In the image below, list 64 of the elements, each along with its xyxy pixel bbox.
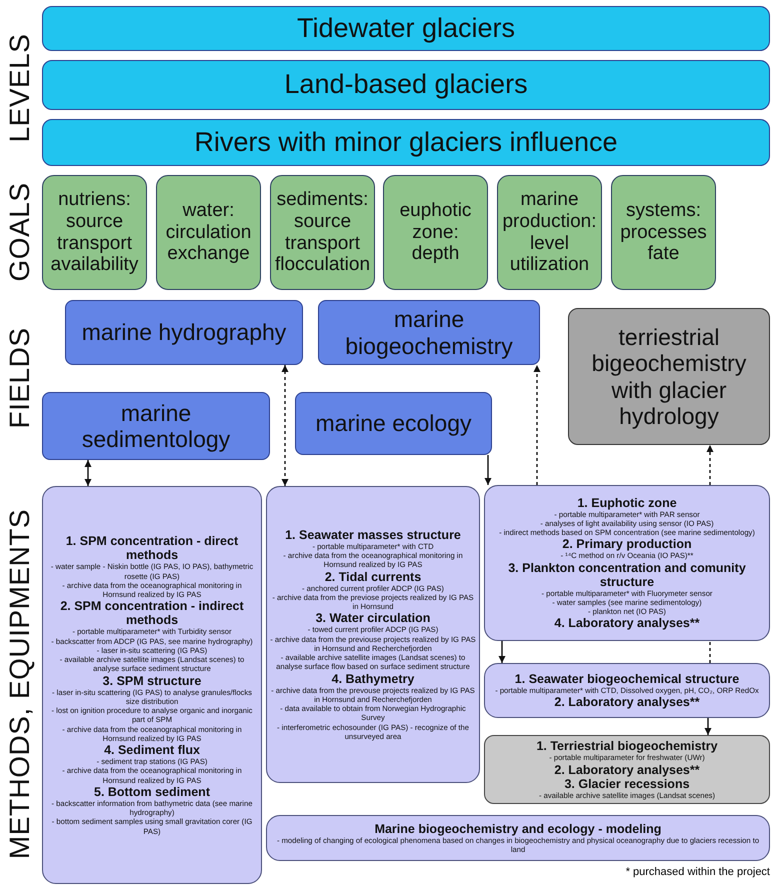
goal-text: systems: processes fate (619, 200, 708, 266)
section-label: GOALS (4, 182, 36, 282)
section-heading: 2. SPM concentration - indirect methods (59, 599, 245, 628)
section-heading: 4. Bathymetry (332, 672, 414, 686)
section-heading: 2. Primary production (562, 537, 692, 552)
section-heading: 3. SPM structure (102, 674, 202, 688)
arrow (704, 718, 712, 735)
method-panel (484, 735, 770, 804)
field-title: marine ecology (316, 410, 472, 437)
section-heading: 3. Water circulation (316, 611, 430, 626)
section-heading: 3. Glacier recessions (564, 776, 690, 790)
dashed-arrow (706, 445, 714, 485)
field-box (568, 308, 770, 445)
method-panel (42, 486, 262, 884)
field-box (42, 392, 270, 460)
section-heading: 1. Terriestrial biogeochemistry (536, 739, 718, 754)
section-heading: 1. SPM concentration - direct methods (64, 534, 240, 562)
section-heading: 2. Laboratory analyses** (554, 762, 700, 776)
level-title: Land-based glaciers (284, 69, 528, 101)
field-title: marine biogeochemistry (344, 306, 514, 359)
section-heading: 2. Tidal currents (324, 570, 422, 584)
level-bar (42, 60, 770, 110)
field-title: marine hydrography (82, 319, 286, 346)
section-heading: 2. Laboratory analyses** (554, 695, 700, 710)
level-title: Rivers with minor glaciers influence (194, 126, 618, 158)
goal-box (42, 175, 147, 290)
level-bar (42, 6, 770, 51)
section-heading: 4. Sediment flux (104, 743, 200, 757)
level-title: Tidewater glaciers (296, 12, 516, 44)
field-box (65, 300, 303, 365)
section-heading: 1. Seawater biogeochemical structure (514, 672, 740, 686)
section-heading: 1. Seawater masses structure (285, 528, 461, 542)
section-heading: Marine biogeochemistry and ecology - modeling (374, 822, 662, 836)
method-panel (266, 486, 480, 783)
goal-text: sediments: source transport flocculation (274, 188, 370, 276)
goal-text: water: circulation exchange (164, 200, 252, 266)
method-panel (484, 485, 770, 641)
section-label: LEVELS (4, 34, 36, 142)
goal-box (611, 175, 716, 290)
arrow (498, 641, 506, 663)
section-heading: 3. Plankton concentration and comunity structure (507, 560, 747, 589)
section-label: METHODS, EQUIPMENTS (4, 508, 36, 860)
section-heading: 1. Euphotic zone (577, 496, 677, 510)
arrow (84, 460, 92, 486)
section-label: FIELDS (4, 327, 36, 429)
method-panel (484, 663, 770, 718)
goal-box (270, 175, 375, 290)
field-box (295, 392, 492, 455)
goal-text: nutriens: source transport availability (50, 188, 140, 276)
arrow (484, 455, 492, 485)
goal-text: euphotic zone: depth (398, 200, 472, 266)
dashed-arrow (534, 365, 540, 485)
goal-box (497, 175, 602, 290)
goal-box (156, 175, 261, 290)
dashed-arrow (282, 365, 288, 486)
method-panel (266, 815, 770, 861)
section-heading: 5. Bottom sediment (94, 784, 210, 799)
field-box (318, 300, 540, 365)
field-title: terriestrial bigeochemistry with glacier hydrology (590, 324, 748, 430)
field-title: marine sedimentology (80, 400, 232, 452)
goal-text: marine production: level utilization (502, 188, 597, 276)
section-heading: 4. Laboratory analyses** (554, 616, 700, 630)
level-bar (42, 119, 770, 166)
goal-box (383, 175, 488, 290)
